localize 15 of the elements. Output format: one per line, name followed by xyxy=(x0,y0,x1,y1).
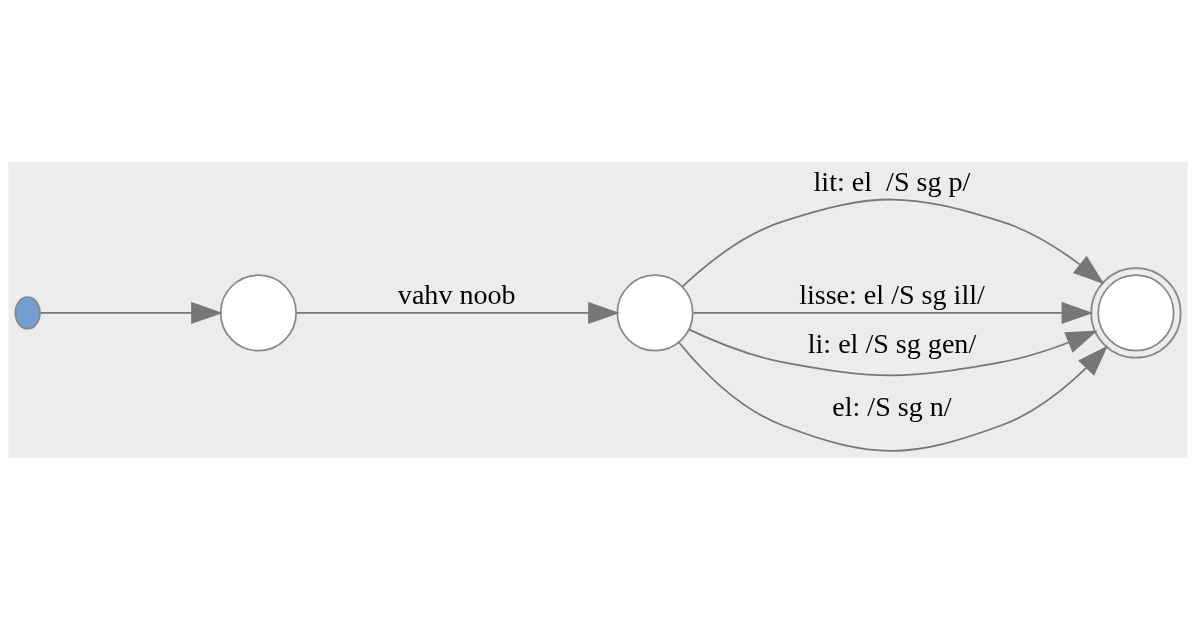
edge-label: vahv noob xyxy=(397,278,516,310)
arrow xyxy=(678,341,1108,452)
edge-label: li: el /S sg gen/ xyxy=(807,327,977,359)
arrow xyxy=(692,301,1094,324)
node-circle xyxy=(1090,267,1182,359)
edge-label: lisse: el /S sg ill/ xyxy=(799,278,985,310)
arrow xyxy=(688,328,1098,377)
node-circle xyxy=(219,274,297,352)
node-circle xyxy=(14,296,41,330)
arrow xyxy=(295,301,620,324)
edge-label: lit: el /S sg p/ xyxy=(813,166,971,198)
arrow xyxy=(681,198,1105,288)
arrow xyxy=(39,301,223,324)
edge-label: el: /S sg n/ xyxy=(832,391,952,423)
node-circle xyxy=(616,274,694,352)
